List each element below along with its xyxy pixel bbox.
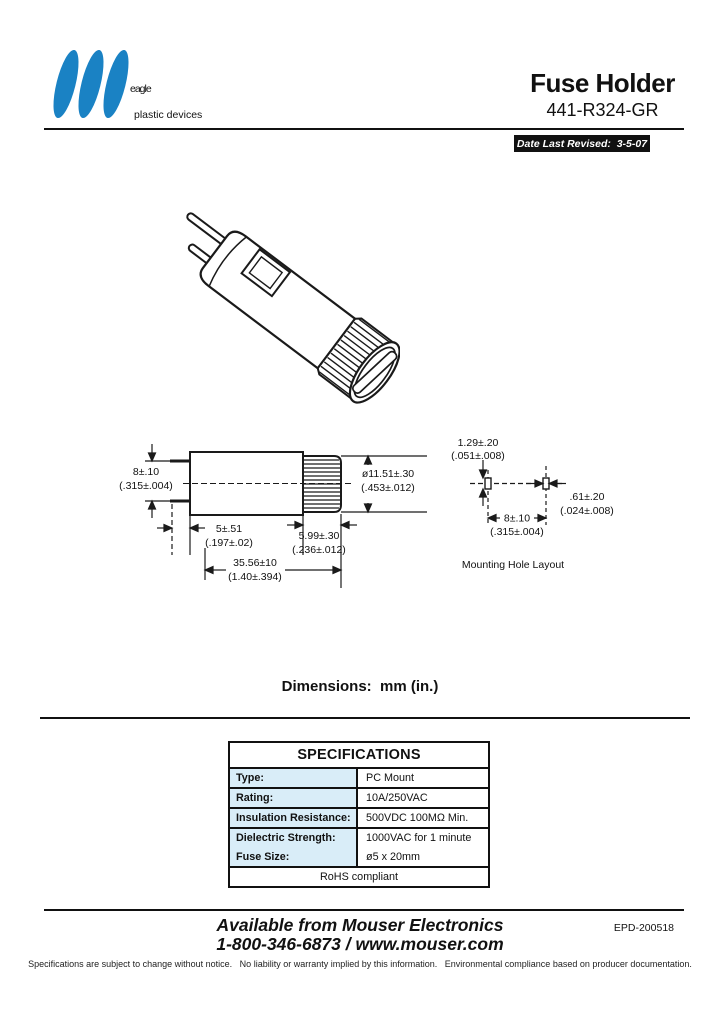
pin-long [186,212,228,246]
brand-name: eagle [130,83,152,95]
dim-overall-length-in: (1.40±.394) [228,571,282,583]
dim-slot-width-in: (.024±.008) [560,505,614,517]
title-block: Fuse Holder 441-R324-GR [530,68,675,121]
spec-value-insulation-resistance: 500VDC 100MΩ Min. [366,812,469,824]
eagle-logo: eagle plastic devices [53,49,202,121]
table-row: Type: PC Mount [230,769,488,789]
mounting-slot-left [484,477,492,490]
spec-label-type: Type: [230,769,358,787]
doc-number: EPD-200518 [613,922,674,934]
fuse-window [240,247,292,298]
date-revised-label: Date Last Revised: [516,137,611,150]
page-title: Fuse Holder [530,68,675,98]
dim-hole-spacing-mm: 8±.10 [504,513,530,525]
spec-value-dielectric-strength: 1000VAC for 1 minute [366,832,472,844]
units-note: Dimensions: mm (in.) [281,678,439,695]
footer-divider [44,909,684,911]
dim-pin-spacing-mm: 8±.10 [133,466,159,478]
screwdriver-slot [351,350,398,394]
table-row: Dielectric Strength: Fuse Size: 1000VAC … [230,829,488,868]
specifications-table: SPECIFICATIONS Type: PC Mount Rating: 10… [228,741,490,888]
dim-cap-length-in: (.236±.012) [292,544,346,556]
header-divider [44,128,684,130]
date-revised-badge: Date Last Revised: 3-5-07 [514,135,650,152]
dim-overall-length-mm: 35.56±10 [233,557,277,569]
contact-line: 1-800-346-6873 / www.mouser.com [216,934,504,954]
dim-slot-width-mm: .61±.20 [570,491,605,503]
availability-line: Available from Mouser Electronics [216,915,504,935]
brand-tagline: plastic devices [134,109,202,121]
dim-slot-length-mm: 1.29±.20 [458,437,499,449]
dim-hole-spacing-in: (.315±.004) [490,526,544,538]
mounting-hole-caption: Mounting Hole Layout [462,559,564,571]
dim-cap-length-mm: 5.99±.30 [299,530,340,542]
disclaimer-text: Specifications are subject to change wit… [28,959,692,969]
dim-diameter-mm: ø11.51±.30 [362,468,414,480]
dim-diameter-in: (.453±.012) [361,482,415,494]
logo-strokes-icon [53,49,129,119]
spec-label-insulation-resistance: Insulation Resistance: [230,809,358,827]
rohs-compliance-note: RoHS compliant [319,871,398,883]
spec-label-fuse-size: Fuse Size: [236,851,290,863]
table-row: Rating: 10A/250VAC [230,789,488,809]
dim-slot-length-in: (.051±.008) [451,450,505,462]
section-divider [40,717,690,719]
table-row: Insulation Resistance: 500VDC 100MΩ Min. [230,809,488,829]
spec-value-type: PC Mount [366,772,415,784]
dim-pin-offset-mm: 5±.51 [216,523,242,535]
spec-value-rating: 10A/250VAC [366,792,428,804]
holder-body [199,230,357,370]
fuse-holder-3d-drawing [186,212,400,404]
spec-label-dielectric-strength: Dielectric Strength: [236,832,336,844]
spec-label-rating: Rating: [230,789,358,807]
mounting-hole-layout-drawing: 1.29±.20 (.051±.008) .61±.20 (.024±.008)… [451,437,614,571]
dim-pin-offset-in: (.197±.02) [205,537,253,549]
date-revised-value: 3-5-07 [616,137,648,150]
part-number: 441-R324-GR [546,100,659,120]
dim-pin-spacing-in: (.315±.004) [119,480,173,492]
spec-table-title: SPECIFICATIONS [230,743,488,769]
side-view-dimension-drawing: 8±.10 (.315±.004) 5±.51 (.197±.02) 5.99±… [119,444,427,588]
spec-value-fuse-size: ø5 x 20mm [366,851,420,863]
